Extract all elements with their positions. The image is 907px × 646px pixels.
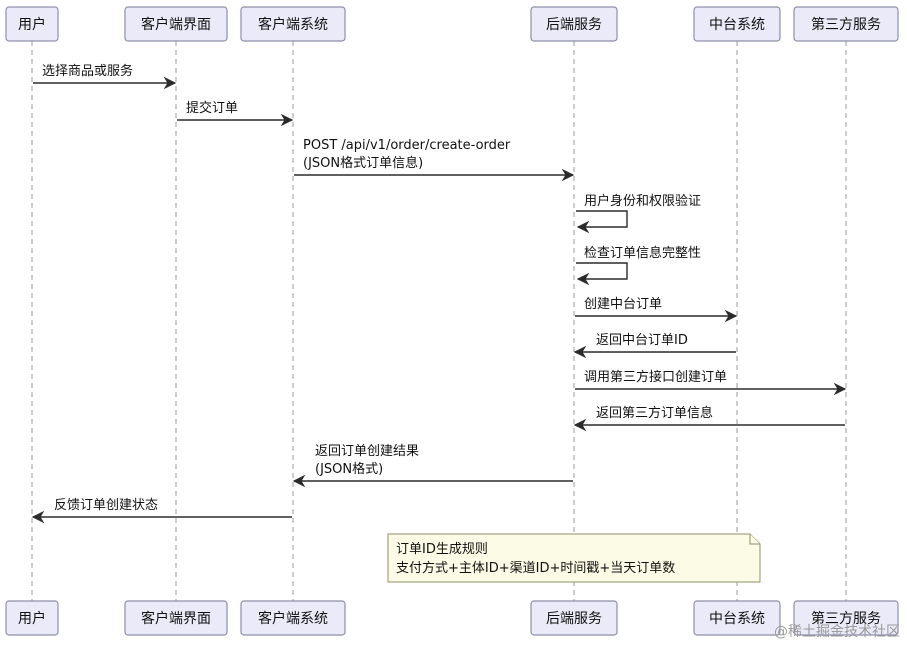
participant-box (124, 6, 228, 42)
participant-box (240, 600, 346, 636)
participant-box (5, 6, 59, 42)
message-7: 调用第三方接口创建订单 (575, 369, 847, 396)
participant-label: 客户端界面 (141, 610, 211, 627)
participant-box (124, 600, 228, 636)
participant-label: 后端服务 (546, 611, 602, 627)
message-label: (JSON格式) (315, 461, 383, 477)
participant-backend-bottom: 后端服务 (530, 600, 618, 636)
self-arrow (576, 262, 628, 286)
participant-label: 客户端系统 (258, 16, 328, 33)
participant-middle-top: 中台系统 (693, 6, 781, 42)
participant-label: 中台系统 (709, 611, 765, 627)
message-1: 提交订单 (177, 100, 294, 127)
participant-middle-bottom: 中台系统 (693, 600, 781, 636)
self-arrow (576, 210, 628, 234)
participant-label: 客户端界面 (141, 16, 211, 33)
message-8: 返回第三方订单信息 (573, 405, 845, 432)
note-line: 订单ID生成规则 (396, 542, 488, 557)
message-label: 提交订单 (186, 100, 238, 116)
message-2: POST /api/v1/order/create-order (JSON格式订单… (294, 138, 575, 182)
message-label: 检查订单信息完整性 (584, 245, 701, 261)
participant-backend-top: 后端服务 (530, 6, 618, 42)
participant-third-bottom: 第三方服务 (793, 600, 899, 636)
message-10: 反馈订单创建状态 (31, 498, 292, 524)
participant-label: 用户 (18, 610, 46, 627)
participant-box (530, 600, 618, 636)
message-0: 选择商品或服务 (33, 63, 177, 90)
message-3: 用户身份和权限验证 (576, 193, 701, 234)
message-label: 选择商品或服务 (42, 63, 133, 79)
message-label: 反馈订单创建状态 (54, 498, 158, 513)
message-label: (JSON格式订单信息) (303, 155, 423, 171)
participant-third-top: 第三方服务 (793, 6, 899, 42)
participant-box (793, 600, 899, 636)
note-box (387, 533, 761, 583)
message-label: 返回中台订单ID (596, 333, 688, 348)
note-line: 支付方式+主体ID+渠道ID+时间戳+当天订单数 (396, 560, 675, 576)
participant-client_sys-bottom: 客户端系统 (240, 600, 346, 636)
participant-box (240, 6, 346, 42)
participant-label: 后端服务 (546, 17, 602, 33)
message-label: 调用第三方接口创建订单 (584, 369, 727, 385)
message-label: 创建中台订单 (584, 297, 662, 312)
participant-label: 中台系统 (709, 17, 765, 33)
participant-client_ui-bottom: 客户端界面 (124, 600, 228, 636)
message-5: 创建中台订单 (575, 297, 738, 323)
message-label: POST /api/v1/order/create-order (303, 138, 511, 153)
message-9: 返回订单创建结果 (JSON格式) (292, 444, 573, 488)
participant-user-bottom: 用户 (5, 600, 59, 636)
message-4: 检查订单信息完整性 (576, 245, 701, 286)
participant-box (5, 600, 59, 636)
participant-client_ui-top: 客户端界面 (124, 6, 228, 42)
message-label: 用户身份和权限验证 (584, 193, 701, 209)
participant-label: 客户端系统 (258, 610, 328, 627)
message-6: 返回中台订单ID (573, 333, 736, 359)
message-label: 返回订单创建结果 (315, 444, 419, 459)
participant-box (693, 600, 781, 636)
participant-box (693, 6, 781, 42)
message-label: 返回第三方订单信息 (596, 405, 713, 421)
participant-box (530, 6, 618, 42)
note-fold (749, 534, 760, 545)
watermark-text: @稀土掘金技术社区 (774, 624, 900, 640)
participants-top: 用户 客户端界面 客户端系统 后端服务 中台系统 第三方服务 (5, 6, 899, 42)
participant-box (793, 6, 899, 42)
participant-user-top: 用户 (5, 6, 59, 42)
participant-label: 第三方服务 (811, 610, 881, 627)
participants-bottom: 用户 客户端界面 客户端系统 后端服务 中台系统 第三方服务 (5, 600, 899, 636)
participant-label: 用户 (18, 16, 46, 33)
participant-client_sys-top: 客户端系统 (240, 6, 346, 42)
participant-label: 第三方服务 (811, 16, 881, 33)
